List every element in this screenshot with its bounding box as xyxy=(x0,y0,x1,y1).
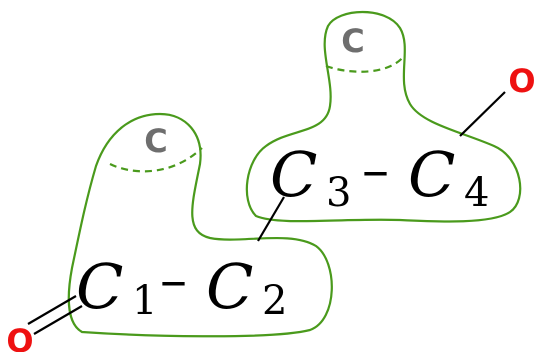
atom-c4-symbol: C xyxy=(408,138,455,211)
bond-c3-c4-dash: – xyxy=(362,138,389,201)
bond-c1-c2-dash: – xyxy=(160,248,187,311)
oxygen-label-right: O xyxy=(508,62,535,100)
atom-c4-subscript: 4 xyxy=(464,170,489,216)
left-group-outline xyxy=(67,112,333,338)
atom-c3-subscript: 3 xyxy=(326,170,351,216)
atom-c2-subscript: 2 xyxy=(262,278,287,324)
left-cap-carbon-label: C xyxy=(144,122,167,160)
bond-c4-oxygen xyxy=(459,91,506,137)
right-cap-carbon-label: C xyxy=(341,22,364,60)
atom-c2-symbol: C xyxy=(206,250,253,323)
double-bond-c1-oxygen-a xyxy=(27,295,77,325)
right-cap-dashed-separator xyxy=(325,55,405,73)
atom-c1-symbol: C xyxy=(76,250,123,323)
oxygen-label-left: O xyxy=(6,322,33,352)
left-cap-dashed-separator xyxy=(109,147,203,173)
bond-c2-c3 xyxy=(257,196,285,242)
right-group-outline xyxy=(245,10,522,223)
atom-c1-subscript: 1 xyxy=(132,278,157,324)
atom-c3-symbol: C xyxy=(270,138,317,211)
double-bond-c1-oxygen-b xyxy=(33,305,83,335)
